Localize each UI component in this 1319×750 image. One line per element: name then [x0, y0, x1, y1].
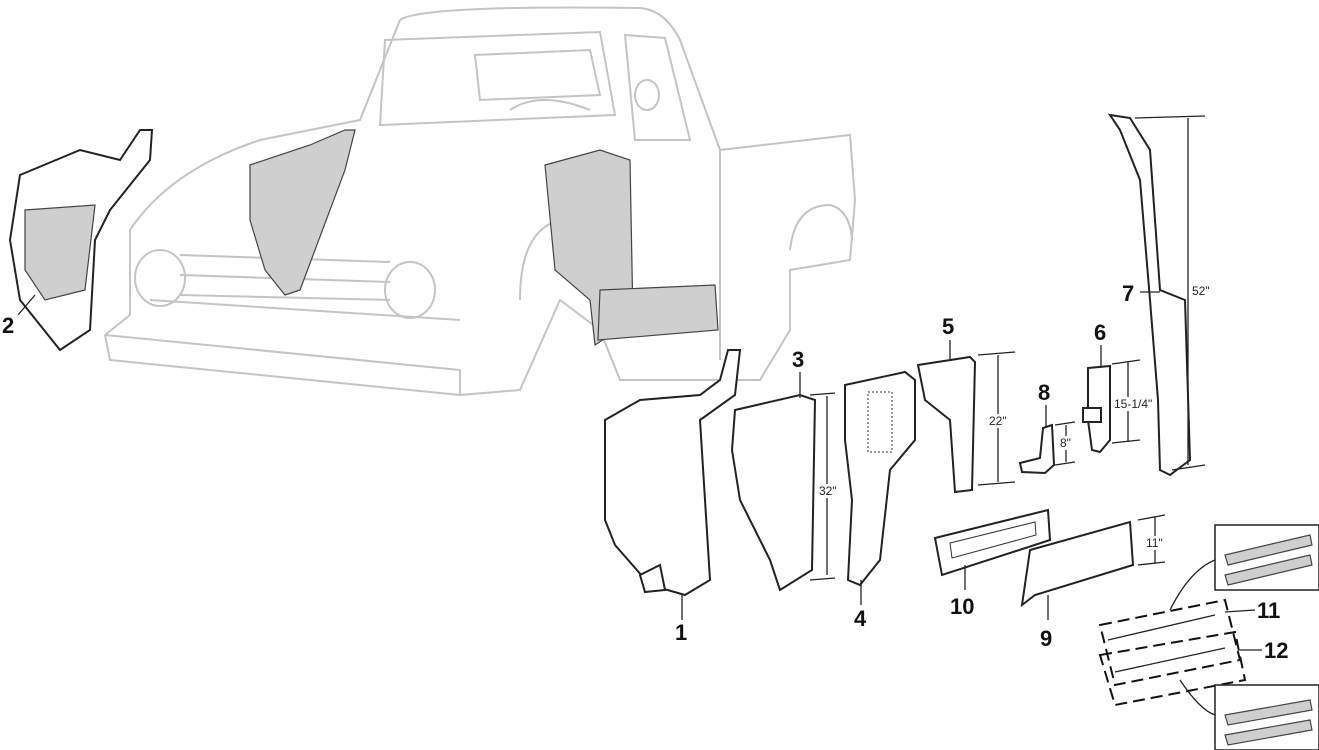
part-11-group — [1098, 598, 1242, 687]
part-1-detail — [638, 563, 667, 594]
part-3-drawing — [730, 393, 817, 592]
callout-4: 4 — [854, 606, 867, 631]
dimension-11in: 11" — [1145, 536, 1164, 550]
callout-10: 10 — [950, 594, 975, 619]
callout-1: 1 — [675, 620, 688, 645]
part-6-bracket — [1082, 407, 1102, 423]
part-9-drawing — [1020, 520, 1135, 608]
part-7-drawing — [1107, 113, 1192, 477]
dimension-52in: 52" — [1191, 284, 1211, 298]
detail-12-profile — [1224, 699, 1313, 746]
callout-9: 9 — [1040, 626, 1053, 651]
callout-2: 2 — [2, 313, 15, 338]
cowl-side-installed — [249, 129, 356, 296]
detail-11-profile — [1224, 534, 1313, 586]
part-4-drawing — [844, 370, 916, 587]
vent-slots — [867, 391, 893, 453]
part-2-shade — [24, 204, 96, 301]
callout-3: 3 — [792, 347, 805, 372]
dimension-32in: 32" — [818, 484, 838, 498]
part-12-group — [1098, 630, 1247, 707]
part-10-drawing — [933, 508, 1052, 577]
part-8-drawing — [1018, 423, 1056, 475]
callout-8: 8 — [1038, 380, 1051, 405]
truck-outline — [103, 6, 857, 397]
callout-5: 5 — [942, 314, 955, 339]
dimension-15-1-4in: 15-1/4" — [1113, 397, 1154, 411]
part-1-drawing — [604, 349, 742, 597]
callout-6: 6 — [1094, 320, 1107, 345]
part-5-drawing — [916, 355, 977, 494]
callout-11: 11 — [1257, 598, 1281, 623]
callout-12: 12 — [1264, 638, 1289, 663]
callout-7: 7 — [1122, 281, 1135, 306]
part-10-inner — [949, 521, 1037, 559]
dimension-22in: 22" — [988, 414, 1008, 428]
door-sill-installed — [597, 284, 719, 341]
dimension-8in: 8" — [1059, 436, 1072, 450]
